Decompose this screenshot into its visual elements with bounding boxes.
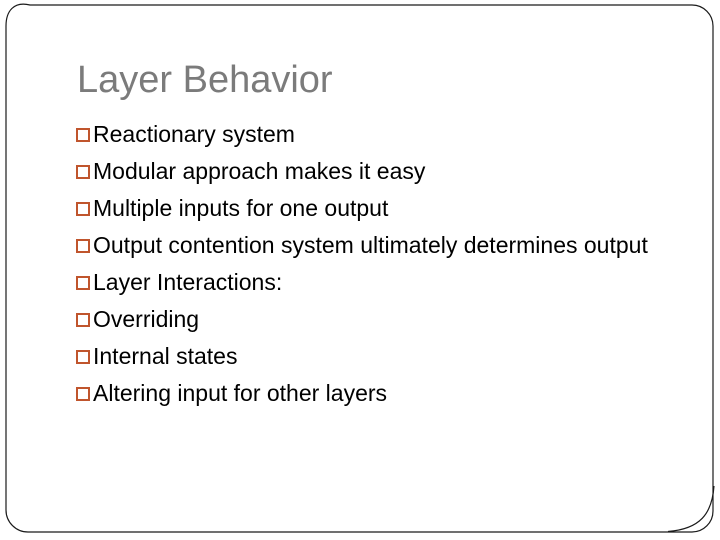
square-bullet-icon — [76, 239, 90, 253]
bullet-text: Overriding — [93, 306, 200, 332]
bullet-text: Altering input for other layers — [93, 380, 388, 406]
bullet-text: Internal states — [93, 343, 238, 369]
square-bullet-icon — [76, 350, 90, 364]
square-bullet-icon — [76, 165, 90, 179]
bullet-item: Modular approach makes it easy — [76, 156, 661, 187]
slide-title: Layer Behavior — [77, 59, 333, 101]
square-bullet-icon — [76, 387, 90, 401]
bullet-item: Overriding — [76, 304, 661, 335]
square-bullet-icon — [76, 313, 90, 327]
bullet-text: Output contention system ultimately dete… — [93, 232, 648, 258]
bullet-item: Altering input for other layers — [76, 378, 661, 409]
frame-corner-flourish — [667, 485, 715, 533]
square-bullet-icon — [76, 202, 90, 216]
bullet-text: Reactionary system — [93, 121, 295, 147]
bullet-item: Output contention system ultimately dete… — [76, 230, 661, 261]
square-bullet-icon — [76, 128, 90, 142]
bullet-item: Reactionary system — [76, 119, 661, 150]
bullet-text: Modular approach makes it easy — [93, 158, 426, 184]
bullet-item: Multiple inputs for one output — [76, 193, 661, 224]
bullet-item: Internal states — [76, 341, 661, 372]
bullet-text: Layer Interactions: — [93, 269, 283, 295]
square-bullet-icon — [76, 276, 90, 290]
bullet-text: Multiple inputs for one output — [93, 195, 389, 221]
bullet-list: Reactionary system Modular approach make… — [76, 119, 661, 415]
bullet-item: Layer Interactions: — [76, 267, 661, 298]
